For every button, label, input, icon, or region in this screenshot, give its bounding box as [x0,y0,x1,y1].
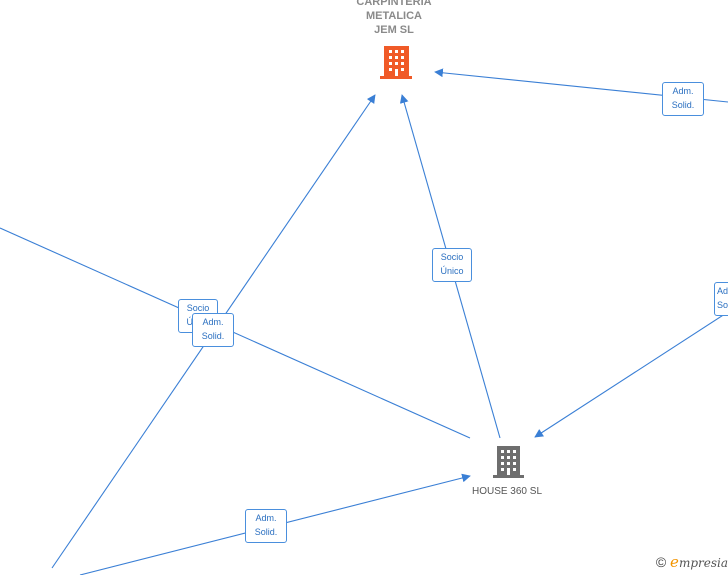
brand-initial: e [670,553,679,571]
edge-label-adm-solid-left[interactable]: Adm. Solid. [192,313,234,347]
edge-label-line: Socio [186,303,210,313]
empresia-logo: © empresia [656,553,728,571]
edge-label-line: Solid. [717,300,728,310]
node-label-top-line3: JEM SL [374,24,414,36]
edge-label-line: Único [440,266,464,276]
building-icon-top [380,46,412,79]
edge-right-to-house [534,311,728,438]
edge-label-line: Adm. [717,286,728,296]
edge-label-line: Socio [440,252,464,262]
edge-label-line: Adm. [255,513,277,523]
edge-label-adm-solid-right[interactable]: Adm. Solid. [714,282,728,316]
edge-label-line: Adm. [202,317,224,327]
edge-label-adm-solid-topright[interactable]: Adm. Solid. [662,82,704,116]
edge-label-line: Adm. [672,86,694,96]
copyright-symbol: © [655,554,667,570]
edge-left-to-house [0,227,471,439]
brand-name: mpresia [678,556,728,570]
node-label-top-line1: CARPINTERIA [356,0,432,8]
edge-label-adm-solid-bottom[interactable]: Adm. Solid. [245,509,287,543]
edge-label-socio-unico-main[interactable]: Socio Único [432,248,472,282]
edge-label-line: Solid. [201,331,225,341]
building-icon-house [493,446,524,478]
edge-label-line: Solid. [254,527,278,537]
node-label-top[interactable]: CARPINTERIA METALICA JEM SL [338,0,450,37]
edge-label-line: Solid. [671,100,695,110]
node-label-top-line2: METALICA [365,10,422,22]
node-label-house[interactable]: HOUSE 360 SL [452,485,562,499]
node-label-house-text: HOUSE 360 SL [471,486,543,497]
